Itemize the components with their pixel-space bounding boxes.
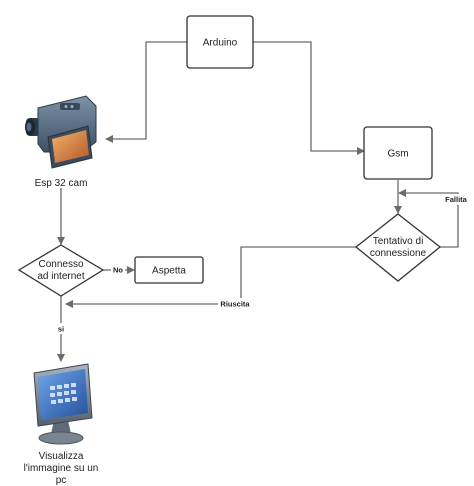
edge-tentativo-fallita-loop bbox=[398, 189, 459, 248]
edge-label-riuscita: Riuscita bbox=[220, 300, 250, 309]
decision-tentativo-label-2: connessione bbox=[370, 248, 427, 259]
edge-label-fallita-bg bbox=[442, 194, 470, 205]
node-arduino-label: Arduino bbox=[203, 38, 238, 49]
edge-arduino-to-esp32cam bbox=[105, 41, 187, 143]
decision-connesso: Connesso ad internet bbox=[17, 244, 105, 297]
node-gsm-label: Gsm bbox=[387, 149, 408, 160]
node-aspetta: Aspetta bbox=[134, 256, 204, 284]
video-camera-icon bbox=[25, 95, 97, 169]
node-pc-label-2: l'immagine su un bbox=[24, 463, 99, 474]
edge-label-si-bg bbox=[54, 323, 68, 334]
desktop-monitor-icon bbox=[33, 363, 93, 445]
edge-label-riuscita-bg bbox=[218, 298, 252, 309]
edge-tentativo-riuscita bbox=[65, 246, 358, 308]
node-pc-label-3: pc bbox=[56, 475, 67, 486]
edge-arduino-to-gsm bbox=[253, 41, 365, 155]
decision-connesso-label-1: Connesso bbox=[38, 259, 83, 270]
node-pc-label-1: Visualizza bbox=[39, 451, 84, 462]
edge-label-no: No bbox=[113, 266, 123, 275]
edge-label-no-bg bbox=[111, 264, 125, 275]
edge-label-fallita: Fallita bbox=[445, 195, 468, 204]
decision-connesso-label-2: ad internet bbox=[37, 271, 84, 282]
node-esp32cam-label: Esp 32 cam bbox=[35, 178, 88, 189]
node-aspetta-label: Aspetta bbox=[152, 266, 186, 277]
node-gsm: Gsm bbox=[363, 126, 433, 180]
decision-tentativo-label-1: Tentativo di bbox=[373, 236, 424, 247]
edge-label-si: si bbox=[58, 325, 64, 334]
decision-tentativo: Tentativo di connessione bbox=[354, 213, 442, 282]
node-arduino: Arduino bbox=[186, 15, 254, 69]
